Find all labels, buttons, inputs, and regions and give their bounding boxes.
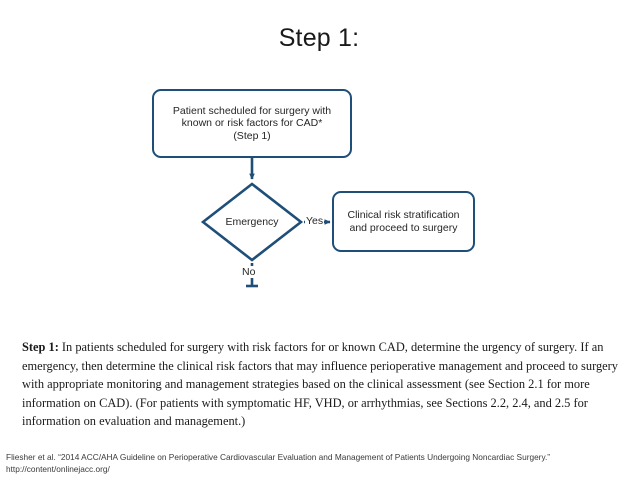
body-paragraph: Step 1: In patients scheduled for surger… bbox=[22, 338, 618, 431]
body-paragraph-text: In patients scheduled for surgery with r… bbox=[22, 340, 618, 429]
flow-node-start-label: Patient scheduled for surgery with known… bbox=[172, 104, 332, 142]
body-paragraph-lead: Step 1: bbox=[22, 340, 59, 354]
flow-node-clinical-risk: Clinical risk stratification and proceed… bbox=[332, 191, 475, 252]
flow-edge-label-no: No bbox=[241, 266, 257, 278]
flow-node-decision: Emergency bbox=[200, 181, 304, 263]
flow-node-decision-label: Emergency bbox=[225, 216, 279, 228]
footer-citation-line-1: Fliesher et al. “2014 ACC/AHA Guideline … bbox=[6, 452, 551, 462]
flow-node-start: Patient scheduled for surgery with known… bbox=[152, 89, 352, 158]
flowchart-figure: Patient scheduled for surgery with known… bbox=[140, 80, 500, 300]
page-title: Step 1: bbox=[278, 24, 360, 52]
footer-citation: Fliesher et al. “2014 ACC/AHA Guideline … bbox=[6, 452, 634, 475]
flow-node-clinical-risk-label: Clinical risk stratification and proceed… bbox=[347, 209, 460, 234]
flow-edge-label-yes: Yes bbox=[305, 215, 325, 227]
footer-citation-url: http://content/onlinejacc.org/ bbox=[6, 463, 110, 474]
